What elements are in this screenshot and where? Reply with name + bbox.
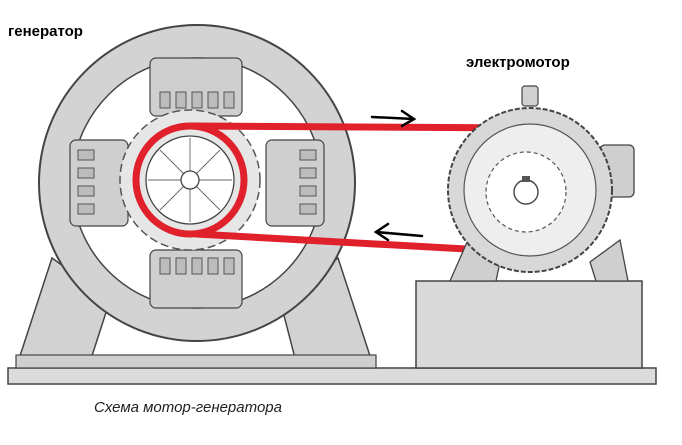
coil <box>77 167 95 179</box>
coil <box>159 91 171 109</box>
coil <box>77 185 95 197</box>
coil <box>175 91 187 109</box>
generator-pulley-belt <box>132 122 248 238</box>
motor-shaft <box>513 179 539 205</box>
coil <box>299 203 317 215</box>
diagram-caption: Схема мотор-генератора <box>94 399 282 416</box>
coil <box>77 203 95 215</box>
coil <box>191 257 203 275</box>
coil <box>223 257 235 275</box>
electric-motor <box>447 85 635 282</box>
belt-top <box>191 122 529 132</box>
arrow-right-icon <box>370 109 417 128</box>
generator-label: генератор <box>8 23 83 40</box>
generator <box>15 24 377 369</box>
coil <box>223 91 235 109</box>
coil <box>191 91 203 109</box>
coil <box>299 149 317 161</box>
coil <box>299 185 317 197</box>
generator-shaft <box>180 170 200 190</box>
coil <box>77 149 95 161</box>
coil <box>159 257 171 275</box>
generator-foot-base <box>15 354 377 369</box>
arrow-left-icon <box>373 222 424 242</box>
coil <box>299 167 317 179</box>
ground-plate <box>7 367 657 385</box>
motor-pedestal <box>415 280 643 369</box>
coil <box>207 257 219 275</box>
motor-label: электромотор <box>466 54 570 71</box>
coil <box>207 91 219 109</box>
coil <box>175 257 187 275</box>
generator-coils <box>77 91 317 275</box>
motor-keyway <box>522 176 530 182</box>
motor-lifting-eye <box>521 85 539 107</box>
generator-poles <box>69 57 325 309</box>
